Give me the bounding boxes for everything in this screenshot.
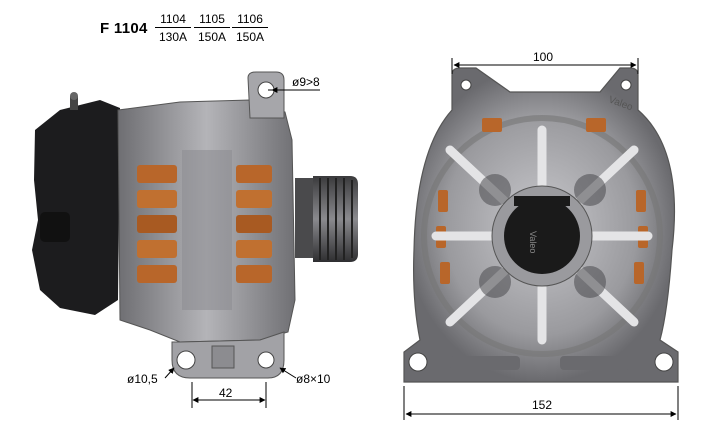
right-hole-dimension: ø8×10 [296, 372, 331, 386]
top-hole-dimension: ø9>8 [292, 75, 320, 89]
left-mount-hole [176, 350, 196, 370]
right-mount-hole [257, 351, 275, 369]
connector-plug [40, 212, 70, 242]
variant-1105: 1105 150A [194, 12, 230, 44]
front-left-ear-hole [460, 79, 472, 91]
model-number: F 1104 [100, 20, 148, 37]
side-dimensions [164, 87, 320, 408]
variant-1106: 1106 150A [232, 12, 268, 44]
variant-number: 1104 [155, 12, 191, 28]
variant-1104: 1104 130A [155, 12, 191, 44]
variant-number: 1106 [232, 12, 268, 28]
front-view: Valeo Valeo [403, 67, 679, 383]
variant-current: 130A [158, 30, 188, 44]
variant-number: 1105 [194, 12, 230, 28]
variant-current: 150A [235, 30, 265, 44]
overall-width-dimension: 152 [532, 398, 553, 412]
left-hole-dimension: ø10,5 [127, 372, 158, 386]
front-right-ear-hole [620, 79, 632, 91]
stator-windows [137, 165, 272, 283]
side-view [32, 71, 358, 379]
terminal-stud [70, 96, 78, 110]
front-left-foot-hole [408, 352, 428, 372]
pulley-hub [295, 178, 313, 258]
ear-spacing-dimension: 100 [533, 50, 554, 64]
rear-cover [32, 100, 120, 315]
hub-brand: Valeo [528, 231, 538, 253]
hole-spacing-dimension: 42 [219, 386, 233, 400]
front-hub-cap [504, 198, 580, 274]
front-dimensions [403, 58, 679, 420]
variant-current: 150A [197, 30, 227, 44]
front-right-foot-hole [654, 352, 674, 372]
pulley-grooves [319, 178, 353, 260]
